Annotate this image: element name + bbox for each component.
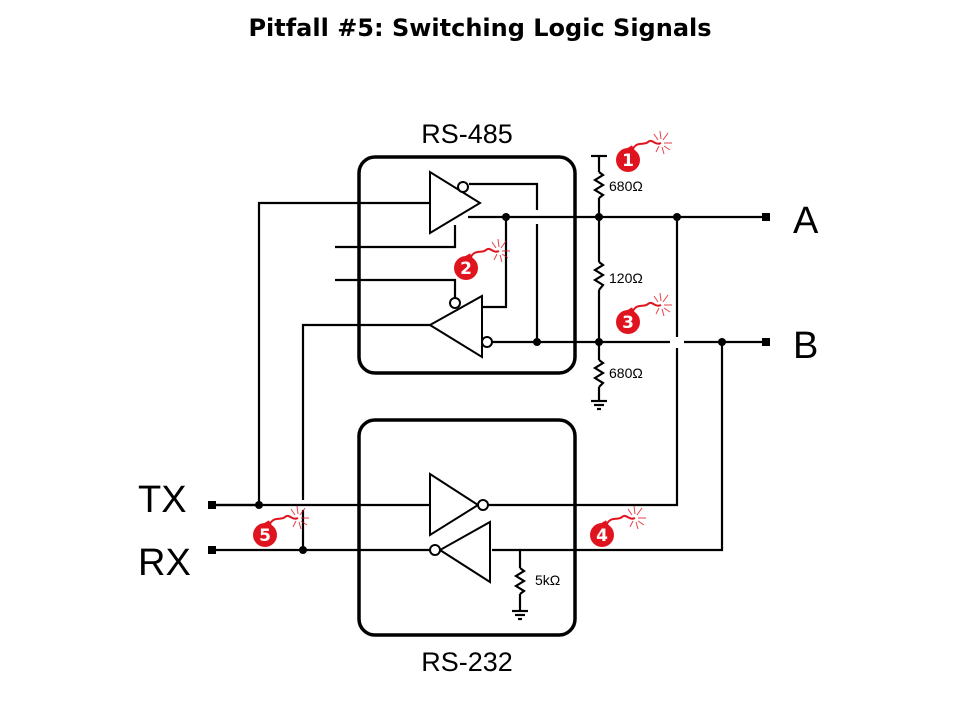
svg-text:1: 1 [622,151,634,171]
pin-label-a: A [793,200,819,242]
resistor-label-5k: 5kΩ [535,572,560,588]
pitfall-marker-4: 4 [589,505,647,548]
inversion-bubble [457,181,469,193]
pitfall-marker-5: 5 [252,505,310,548]
svg-text:5: 5 [259,526,271,546]
wires [214,154,765,621]
rs232-label: RS-232 [421,647,513,677]
inversion-bubble [429,544,441,556]
resistor-label-termination: 120Ω [609,270,643,286]
resistor-pullup [592,171,606,199]
resistor-termination [592,261,606,291]
wire-receiver-out [301,323,432,500]
pin-label-rx: RX [138,542,191,584]
rs485-driver [429,170,482,235]
pitfall-marker-2: 2 [453,238,511,281]
wire-a-drop-lower [488,348,679,507]
inversion-bubble [477,499,489,511]
svg-text:2: 2 [460,259,472,279]
resistor-pulldown [592,359,606,388]
pin-label-b: B [793,325,818,367]
wire-re [335,278,457,300]
rs232-driver [429,472,489,537]
resistor-label-pulldown: 680Ω [609,365,643,381]
terminal-tx [208,501,216,509]
slide-title: Pitfall #5: Switching Logic Signals [248,14,712,42]
rs232-block [357,418,577,637]
wire-de [335,225,457,249]
resistor-label-pullup: 680Ω [609,178,643,194]
wire-b-drop [492,342,724,552]
svg-text:4: 4 [596,526,608,546]
terminal-rx [208,546,216,554]
wire-receiver-a [482,217,508,309]
wire-tx-driver [214,201,430,507]
rs485-block [357,155,577,375]
rs232-receiver [429,520,491,584]
wire-driver-inv [469,182,539,210]
pin-label-tx: TX [138,479,187,521]
junctions [255,213,726,554]
rs485-label: RS-485 [421,119,513,149]
terminal-b [762,338,770,346]
inversion-bubble [449,297,461,309]
rs485-receiver [428,294,493,359]
pitfall-marker-3: 3 [615,292,673,335]
svg-text:3: 3 [622,313,634,333]
pitfall-marker-1: 1 [615,130,673,173]
terminal-a [762,213,770,221]
inversion-bubble [481,336,493,348]
resistor-5k [513,567,527,595]
